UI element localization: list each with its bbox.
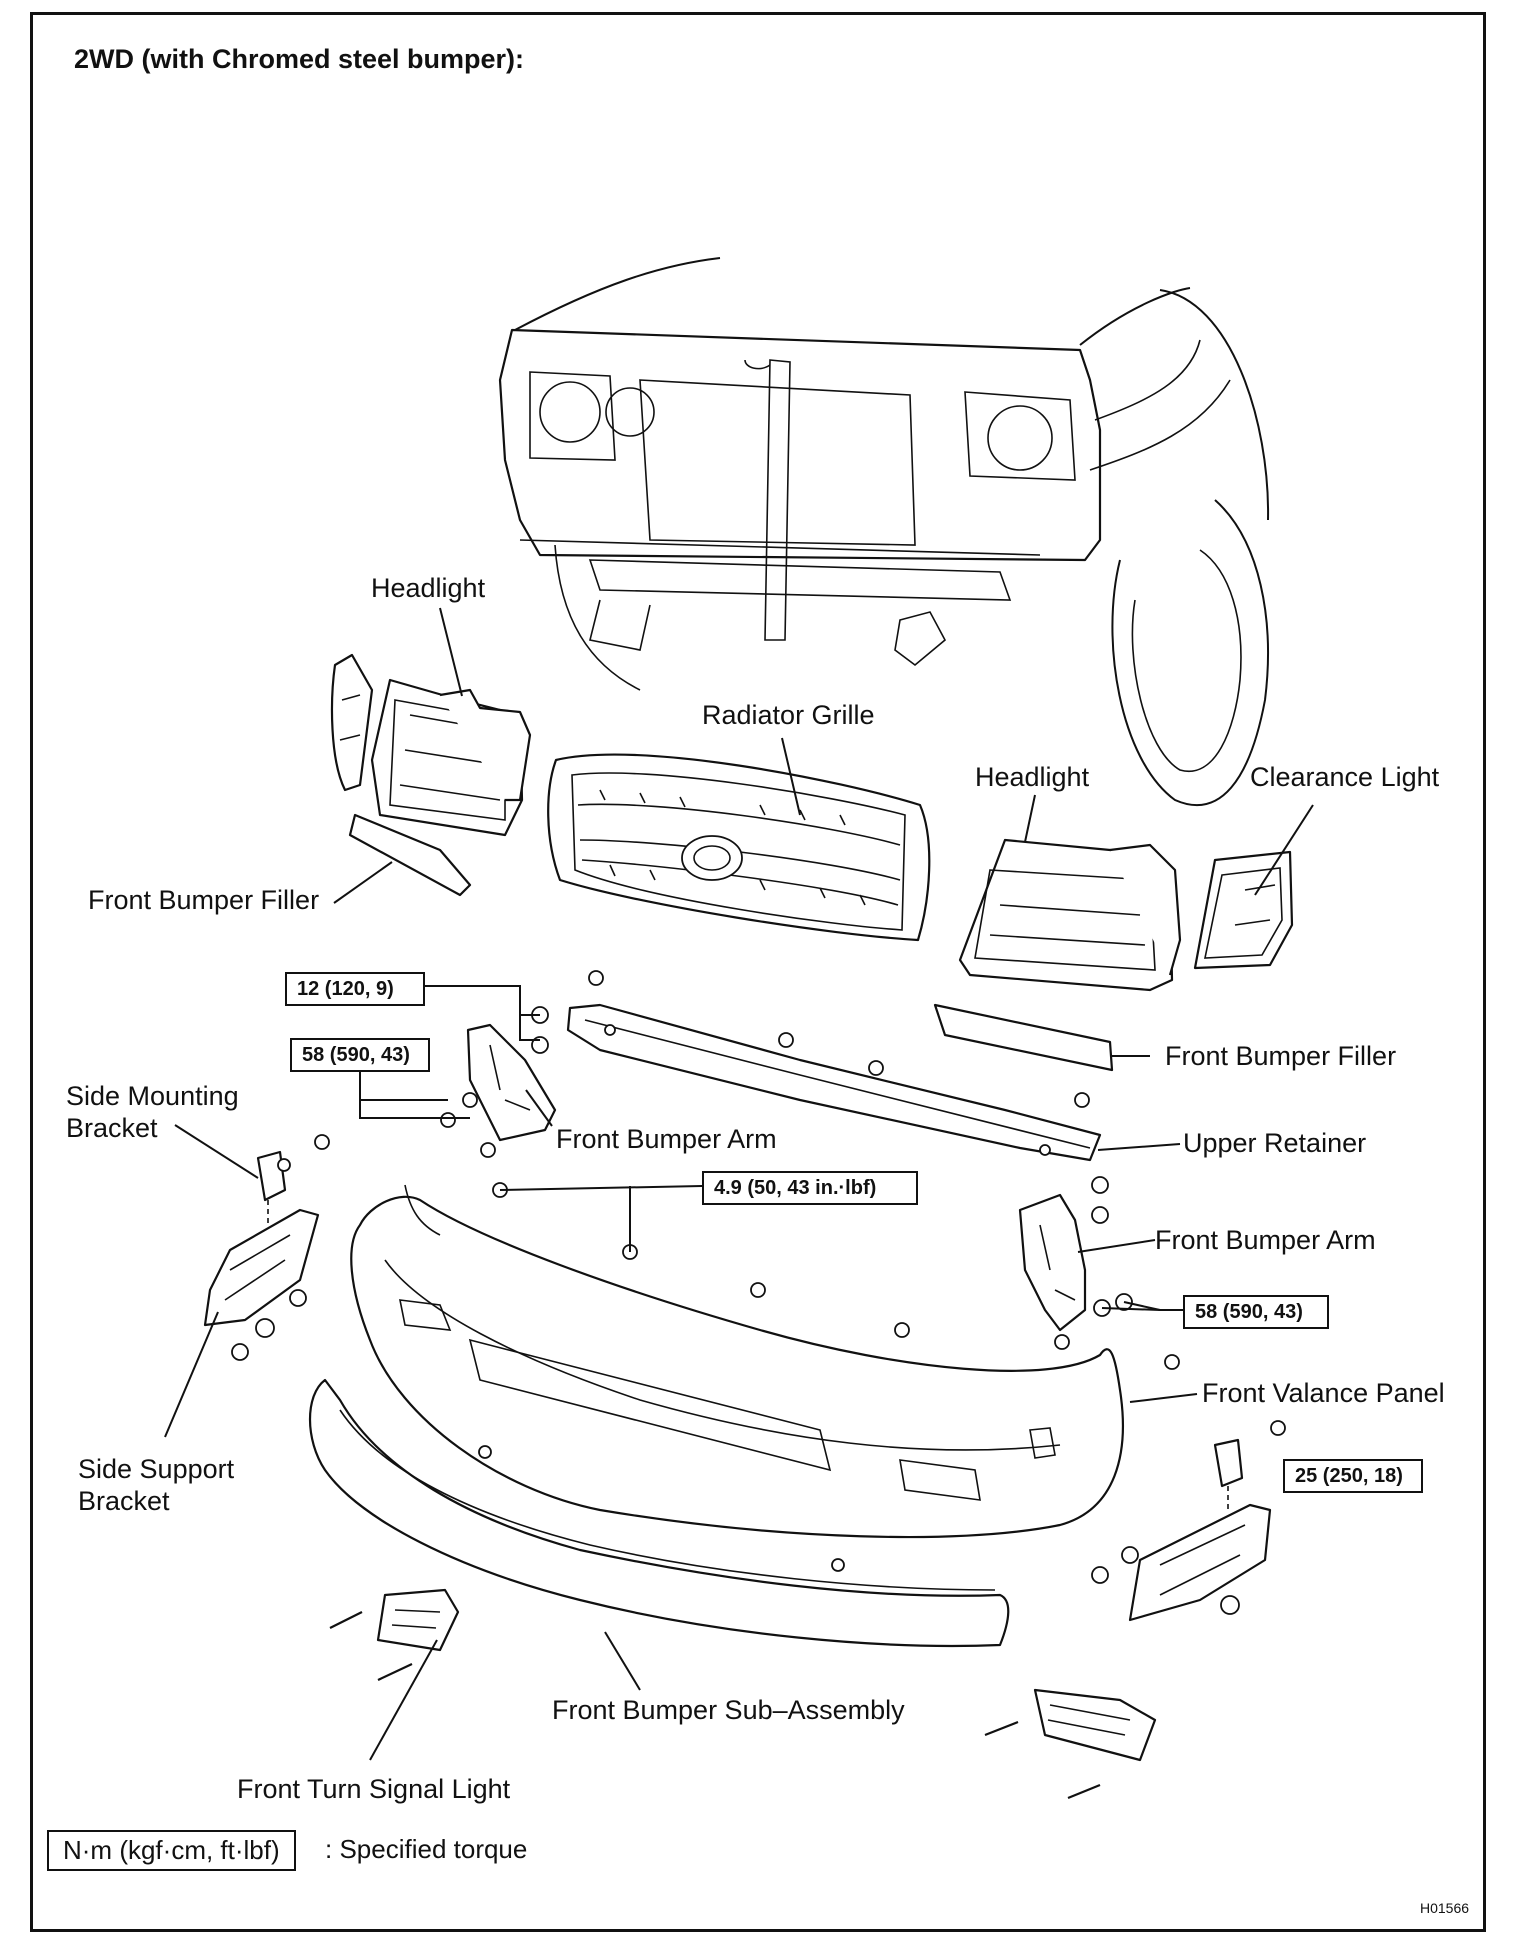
label-front-bumper-filler-left: Front Bumper Filler bbox=[88, 885, 320, 915]
diagram-frame bbox=[30, 12, 1486, 1932]
label-upper-retainer: Upper Retainer bbox=[1183, 1128, 1367, 1158]
label-front-bumper-sub-assembly: Front Bumper Sub–Assembly bbox=[552, 1695, 905, 1725]
leader-lines bbox=[164, 607, 1314, 1761]
torque-callout-25: 25 (250, 18) bbox=[1283, 1459, 1423, 1493]
side-mounting-bracket-right bbox=[1213, 1420, 1286, 1510]
label-front-bumper-arm-right: Front Bumper Arm bbox=[1155, 1225, 1376, 1255]
vehicle-front-body bbox=[498, 257, 1270, 806]
left-headlight-assembly bbox=[330, 653, 532, 897]
front-bumper-arm-right bbox=[1018, 1176, 1109, 1332]
torque-callout-58-right: 58 (590, 43) bbox=[1183, 1295, 1329, 1329]
label-radiator-grille: Radiator Grille bbox=[702, 700, 875, 730]
label-side-support-bracket: Side Support Bracket bbox=[78, 1454, 235, 1516]
front-bumper-arm-left bbox=[466, 1006, 557, 1142]
radiator-grille bbox=[547, 753, 931, 942]
side-support-bracket-left bbox=[203, 1208, 320, 1361]
label-front-bumper-arm-left: Front Bumper Arm bbox=[556, 1124, 777, 1154]
label-headlight-left: Headlight bbox=[371, 573, 486, 603]
diagram-title: 2WD (with Chromed steel bumper): bbox=[74, 44, 525, 74]
torque-legend-unit-box: N·m (kgf·cm, ft·lbf) bbox=[47, 1830, 296, 1871]
side-support-bracket-right bbox=[1091, 1503, 1272, 1622]
figure-code: H01566 bbox=[1420, 1900, 1470, 1916]
label-front-turn-signal-light: Front Turn Signal Light bbox=[237, 1774, 511, 1804]
torque-callout-12: 12 (120, 9) bbox=[285, 972, 425, 1006]
torque-callout-4-9: 4.9 (50, 43 in.·lbf) bbox=[702, 1171, 918, 1205]
label-side-mounting-bracket: Side Mounting Bracket bbox=[66, 1081, 239, 1143]
front-turn-signal-light-left bbox=[329, 1588, 460, 1681]
right-headlight-assembly bbox=[933, 838, 1294, 1072]
upper-retainer bbox=[566, 1003, 1102, 1162]
side-mounting-bracket-left bbox=[256, 1150, 291, 1225]
torque-legend-text: : Specified torque bbox=[325, 1834, 528, 1864]
torque-callout-58-left: 58 (590, 43) bbox=[290, 1038, 430, 1072]
front-turn-signal-light-right bbox=[984, 1688, 1157, 1800]
label-clearance-light: Clearance Light bbox=[1250, 762, 1440, 792]
label-front-valance-panel: Front Valance Panel bbox=[1202, 1378, 1445, 1408]
front-valance-panel bbox=[350, 1184, 1124, 1539]
label-front-bumper-filler-right: Front Bumper Filler bbox=[1165, 1041, 1397, 1071]
front-bumper-sub-assembly bbox=[309, 1378, 1010, 1648]
label-headlight-right: Headlight bbox=[975, 762, 1090, 792]
